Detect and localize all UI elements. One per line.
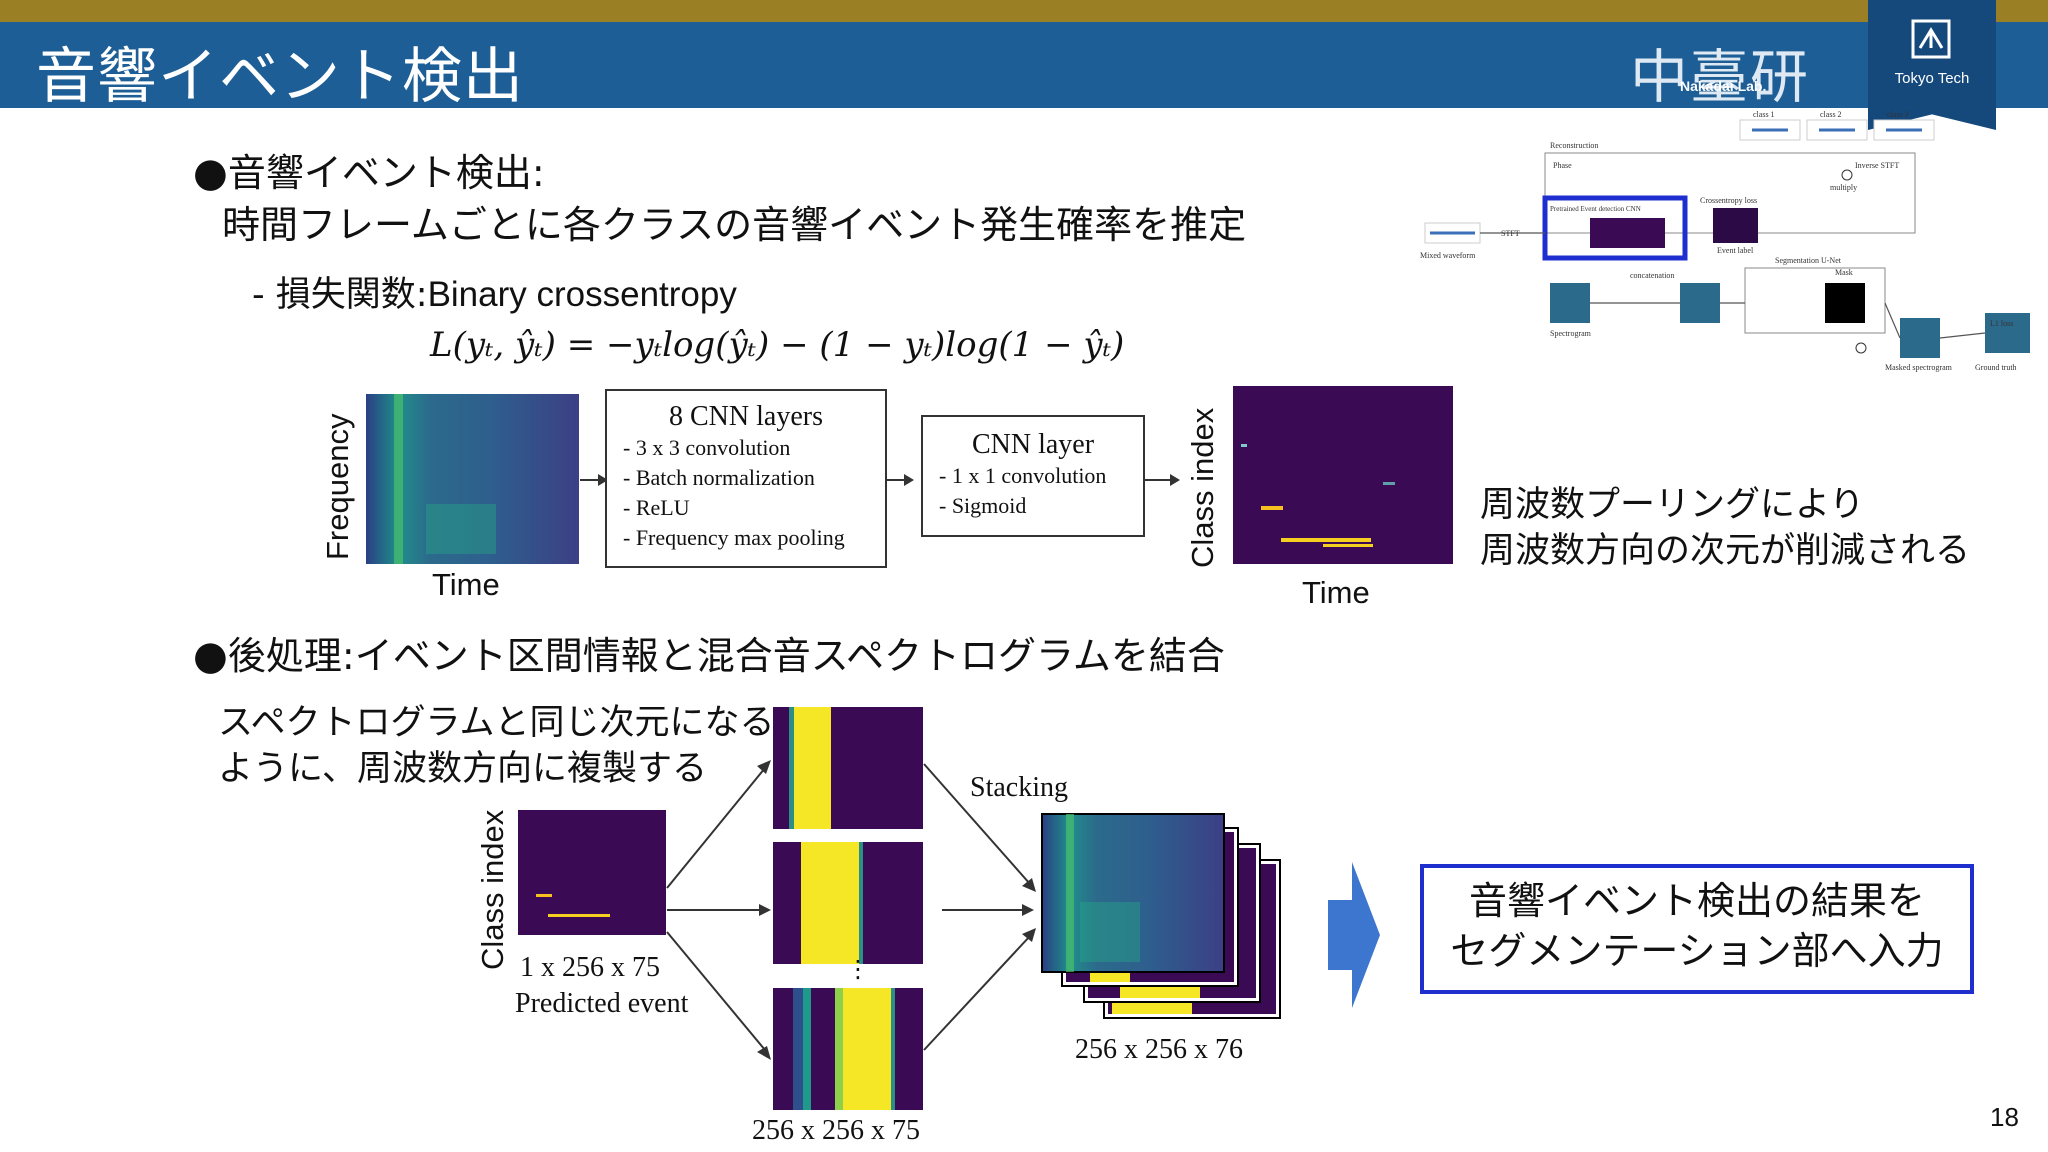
- lab-name: Nakadai Lab.: [1680, 78, 1767, 94]
- arch-label: multiply: [1830, 183, 1857, 192]
- arch-label: Event label: [1717, 246, 1754, 255]
- pooling-note-line: 周波数プーリングにより: [1480, 485, 1865, 525]
- spectrogram-thumb: [1550, 283, 1590, 323]
- arch-label: Spectrogram: [1550, 329, 1592, 338]
- input-xlabel: Time: [432, 567, 500, 602]
- arch-label: class 3: [1887, 110, 1909, 119]
- arch-label: Phase: [1553, 161, 1572, 170]
- arch-label: Crossentropy loss: [1700, 196, 1757, 205]
- arch-label: concatenation: [1630, 271, 1674, 280]
- header-gold-stripe: [0, 0, 2048, 22]
- cnn-thumb: [1590, 218, 1665, 248]
- arch-label: Ground truth: [1975, 363, 2017, 372]
- stacking-label: Stacking: [970, 772, 1068, 803]
- input-ylabel: Frequency: [320, 413, 355, 560]
- output-ylabel: Class index: [1185, 407, 1220, 568]
- arch-label: Inverse STFT: [1855, 161, 1899, 170]
- stacked-dims: 256 x 256 x 76: [1075, 1034, 1243, 1065]
- box1-line: - Batch normalization: [623, 465, 815, 490]
- replicate-note-line: ように、周波数方向に複製する: [218, 749, 707, 789]
- box2-title: CNN layer: [971, 429, 1095, 460]
- right-arrow-icon: [1144, 474, 1180, 486]
- replicated-copy: [773, 842, 923, 964]
- arch-label: Mask: [1835, 268, 1853, 277]
- event-label-thumb: [1713, 208, 1758, 243]
- box1-title: 8 CNN layers: [669, 401, 823, 432]
- result-box: 音響イベント検出の結果を セグメンテーション部へ入力: [1420, 864, 1974, 994]
- unet-box: [1744, 267, 1886, 334]
- event-cnn-highlight: [1542, 195, 1688, 261]
- pred-label: Predicted event: [515, 988, 689, 1019]
- stacked-volume: [1041, 813, 1281, 1019]
- replicate-note: スペクトログラムと同じ次元になる ように、周波数方向に複製する: [218, 700, 775, 792]
- replicated-copy: [773, 988, 923, 1110]
- box2-line: - 1 x 1 convolution: [939, 463, 1107, 488]
- pred-ylabel: Class index: [475, 809, 510, 970]
- section1-description: 時間フレームごとに各クラスの音響イベント発生確率を推定: [222, 203, 1247, 247]
- arch-label: Masked spectrogram: [1885, 363, 1953, 372]
- arch-label: Mixed waveform: [1420, 251, 1476, 260]
- ground-truth-thumb: [1985, 313, 2030, 353]
- replicated-copy: [773, 707, 923, 829]
- right-arrow-icon: [580, 474, 608, 486]
- arch-label: STFT: [1501, 229, 1520, 238]
- loss-row: - 損失関数:Binary crossentropy: [252, 266, 737, 317]
- result-line: セグメンテーション部へ入力: [1450, 929, 1944, 973]
- mask-thumb: [1825, 283, 1865, 323]
- section1-heading-row: ●音響イベント検出:: [193, 142, 545, 197]
- arch-label: Segmentation U-Net: [1775, 256, 1842, 265]
- slide-title: 音響イベント検出: [36, 42, 524, 112]
- result-line: 音響イベント検出の結果を: [1468, 879, 1925, 923]
- section1-heading: 音響イベント検出:: [227, 151, 545, 195]
- cnn-layers-box: 8 CNN layers - 3 x 3 convolution - Batch…: [605, 389, 887, 568]
- box2-line: - Sigmoid: [939, 493, 1027, 518]
- fanout-arrows: [666, 760, 771, 1060]
- arch-label: class 1: [1753, 110, 1775, 119]
- bullet: ●: [193, 633, 228, 679]
- copies-dims: 256 x 256 x 75: [752, 1115, 920, 1146]
- lab-logo: 中臺研: [1630, 43, 1811, 111]
- header-bar: [0, 22, 2048, 108]
- predicted-event-map: [518, 810, 666, 935]
- loss-formula: L(yₜ, ŷₜ) = −yₜlog(ŷₜ) − (1 − yₜ)log(1 −…: [430, 325, 1125, 365]
- tokyo-tech-emblem-icon: [1911, 19, 1951, 59]
- university-name: Tokyo Tech: [1894, 70, 1970, 87]
- ellipsis: ⋮: [846, 955, 870, 983]
- box1-line: - 3 x 3 convolution: [623, 435, 791, 460]
- box1-line: - ReLU: [623, 495, 690, 520]
- page-number: 18: [1990, 1102, 2019, 1132]
- section2-heading: 後処理:イベント区間情報と混合音スペクトログラムを結合: [227, 634, 1225, 678]
- right-arrow-icon: [1328, 862, 1380, 1008]
- output-xlabel: Time: [1302, 575, 1370, 610]
- cnn-layer-box: CNN layer - 1 x 1 convolution - Sigmoid: [921, 415, 1145, 537]
- arch-label: L1 loss: [1990, 319, 2013, 328]
- replicate-note-line: スペクトログラムと同じ次元になる: [218, 703, 775, 743]
- stacking-arrows: [923, 763, 1036, 1051]
- output-event-map: [1233, 386, 1453, 564]
- input-spectrogram: [366, 394, 579, 564]
- bullet: ●: [193, 150, 228, 196]
- pred-dims: 1 x 256 x 75: [520, 952, 660, 983]
- right-arrow-icon: [886, 474, 914, 486]
- loss-name: Binary crossentropy: [427, 275, 737, 314]
- section2-heading-row: ●後処理:イベント区間情報と混合音スペクトログラムを結合: [193, 625, 1225, 680]
- arch-label: Pretrained Event detection CNN: [1550, 205, 1641, 213]
- architecture-thumbnail: class 1 class 2 class 3 Reconstruction P…: [1420, 110, 2030, 372]
- box1-line: - Frequency max pooling: [623, 525, 845, 550]
- concat-thumb: [1680, 283, 1720, 323]
- arch-label: class 2: [1820, 110, 1842, 119]
- arch-label: Reconstruction: [1550, 141, 1598, 150]
- masked-spec-thumb: [1900, 318, 1940, 358]
- loss-prefix: - 損失関数:: [252, 275, 428, 315]
- pooling-note: 周波数プーリングにより 周波数方向の次元が削減される: [1480, 482, 1970, 574]
- pooling-note-line: 周波数方向の次元が削減される: [1480, 531, 1971, 571]
